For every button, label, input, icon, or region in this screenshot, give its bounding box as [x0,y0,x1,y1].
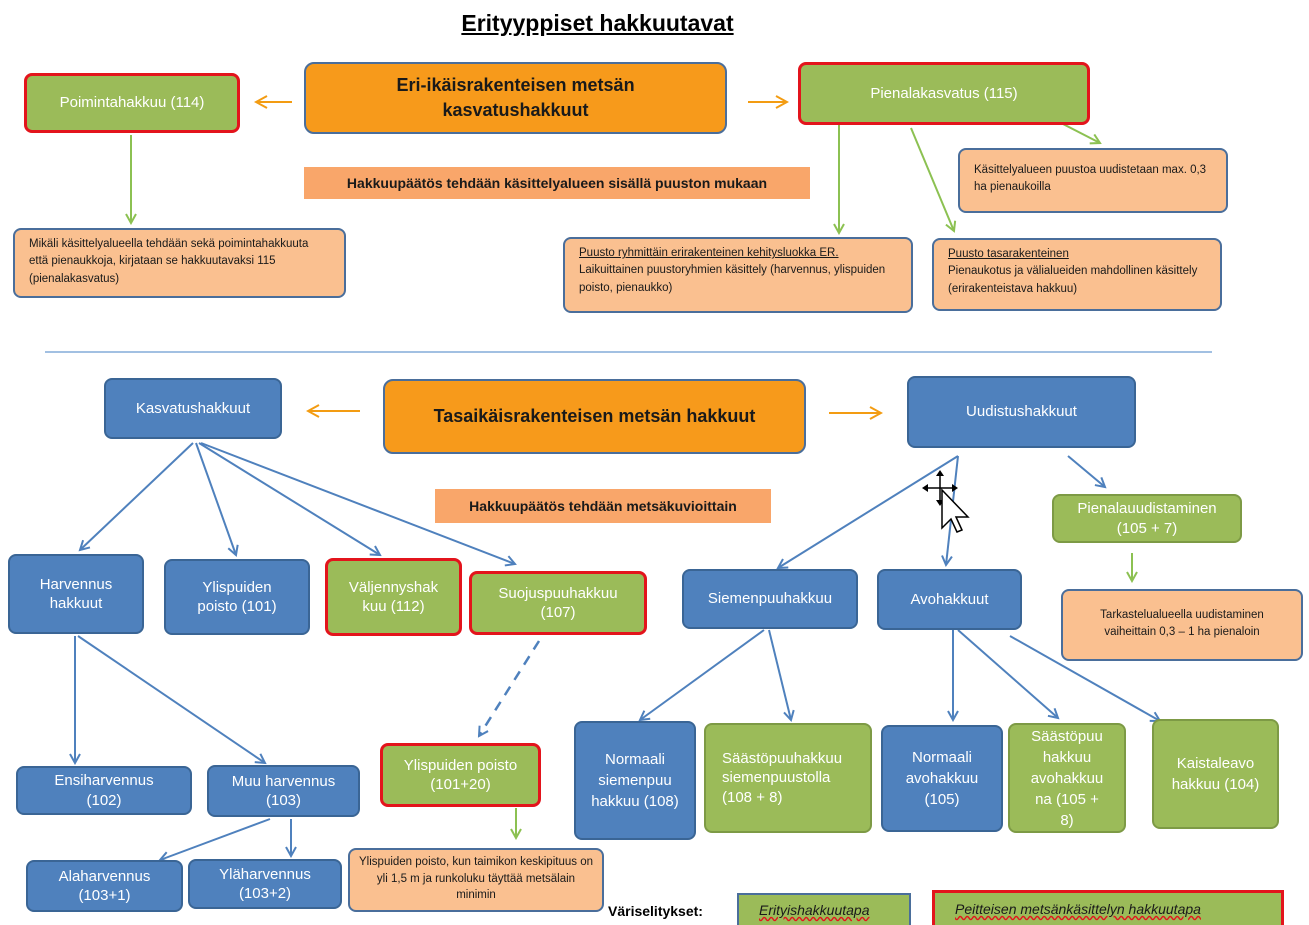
normaali-avohakkuu-label: Normaali avohakkuu (105) [905,749,979,808]
pienalauudistaminen-box: Pienalauudistaminen (105 + 7) [1052,494,1242,543]
saastopuuhakkuu-siemenpuustolla-box: Säästöpuuhakkuu siemenpuustolla (108 + 8… [704,723,872,833]
arrow-uud-pienala [1067,455,1105,487]
ensiharvennus-label: Ensiharvennus (102) [54,772,154,809]
ylispuiden-poisto-20-box: Ylispuiden poisto (101+20) [380,743,541,807]
page-title: Erityyppiset hakkuutavat [461,10,734,36]
saastopuuhakkuu-avohakkuuna-label: Säästöpuu hakkuu avohakkuu na (105 + 8) [1030,727,1104,829]
move-cursor-icon [922,470,970,533]
kasvatushakkuut-box: Kasvatushakkuut [104,378,282,439]
ylaharvennus-box: Yläharvennus (103+2) [188,859,342,909]
alaharvennus-label: Alaharvennus (103+1) [58,867,151,905]
pienalakasvatus-box: Pienalakasvatus (115) [798,62,1090,125]
saastopuuhakkuu-siemenpuustolla-label: Säästöpuuhakkuu siemenpuustolla (108 + 8… [722,749,843,806]
legend-green-label: Erityishakkuutapa [759,902,870,918]
poimintahakkuu-label: Poimintahakkuu (114) [59,94,205,112]
note-pienaukot-text: Käsittelyalueen puustoa uudistetaan max.… [974,164,1207,194]
alaharvennus-box: Alaharvennus (103+1) [26,860,183,912]
kasvatushakkuut-label: Kasvatushakkuut [135,399,251,417]
note-tasarakenteinen: Puusto tasarakenteinen Pienaukotus ja vä… [932,238,1222,311]
pienalauudistaminen-label: Pienalauudistaminen (105 + 7) [1077,500,1217,537]
note-tasarakenteinen-body: Pienaukotus ja välialueiden mahdollinen … [948,265,1198,295]
arrow-suojus-ylispuu-dashed [479,640,541,736]
note-poimintahakkuu: Mikäli käsittelyalueella tehdään sekä po… [13,228,346,298]
ylispuiden-poisto-20-label: Ylispuiden poisto (101+20) [403,756,518,794]
arrow-kasv-suojuspuu [200,442,515,564]
note-erirakenteinen: Puusto ryhmittäin erirakenteinen kehitys… [563,237,913,313]
eri-ikais-main-box: Eri-ikäisrakenteisen metsän kasvatushakk… [304,62,727,134]
tasaikais-main-box: Tasaikäisrakenteisen metsän hakkuut [383,379,806,454]
normaali-siemenpuuhakkuu-label: Normaali siemenpuu hakkuu (108) [591,751,679,810]
bottom-banner: Hakkuupäätös tehdään metsäkuvioittain [435,489,771,523]
normaali-avohakkuu-box: Normaali avohakkuu (105) [881,725,1003,832]
ylispuiden-poisto-box: Ylispuiden poisto (101) [164,559,310,635]
note-erirakenteinen-title: Puusto ryhmittäin erirakenteinen kehitys… [579,247,839,259]
arrow-avo-kaistale [1009,635,1160,721]
arrow-uud-siemen [778,455,959,568]
arrow-siemen-saasto [768,629,791,720]
note-tasarakenteinen-title: Puusto tasarakenteinen [948,248,1069,260]
legend-label: Väriselitykset: [608,903,703,919]
siemenpuuhakkuu-label: Siemenpuuhakkuu [707,590,833,608]
arrow-kasv-valjennys [198,442,380,555]
legend-red-label: Peitteisen metsänkäsittelyn hakkuutapa [955,901,1201,917]
siemenpuuhakkuu-box: Siemenpuuhakkuu [682,569,858,629]
kaistaleavohakkuu-box: Kaistaleavo hakkuu (104) [1152,719,1279,829]
saastopuuhakkuu-avohakkuuna-box: Säästöpuu hakkuu avohakkuu na (105 + 8) [1008,723,1126,833]
arrow-avo-saasto [957,629,1058,718]
ylispuiden-poisto-label: Ylispuiden poisto (101) [197,578,277,616]
arrow-pienala-right [910,127,954,231]
kaistaleavohakkuu-label: Kaistaleavo hakkuu (104) [1171,755,1260,793]
note-erirakenteinen-body: Laikuittainen puustoryhmien käsittely (h… [579,264,886,294]
tasaikais-main-label: Tasaikäisrakenteisen metsän hakkuut [433,405,756,426]
arrow-kasv-ylispuu [195,442,236,555]
muu-harvennus-box: Muu harvennus (103) [207,765,360,817]
uudistushakkuut-box: Uudistushakkuut [907,376,1136,448]
legend-green: Erityishakkuutapa [737,893,911,925]
harvennus-box: Harvennus hakkuut [8,554,144,634]
poimintahakkuu-box: Poimintahakkuu (114) [24,73,240,133]
note-ylispuiden-poisto: Ylispuiden poisto, kun taimikon keskipit… [348,848,604,912]
pienalakasvatus-label: Pienalakasvatus (115) [870,84,1018,102]
normaali-siemenpuuhakkuu-box: Normaali siemenpuu hakkuu (108) [574,721,696,840]
legend-red: Peitteisen metsänkäsittelyn hakkuutapa [932,890,1284,925]
valjennyshakkuu-box: Väljennyshak kuu (112) [325,558,462,636]
eri-ikais-main-label: Eri-ikäisrakenteisen metsän kasvatushakk… [396,74,635,120]
arrow-kasv-harvennus [80,442,194,550]
top-banner: Hakkuupäätös tehdään käsittelyalueen sis… [304,167,810,199]
muu-harvennus-label: Muu harvennus (103) [231,772,336,810]
suojuspuuhakkuu-box: Suojuspuuhakkuu (107) [469,571,647,635]
harvennus-label: Harvennus hakkuut [39,575,113,613]
avohakkuut-label: Avohakkuut [910,590,989,608]
ensiharvennus-box: Ensiharvennus (102) [16,766,192,815]
suojuspuuhakkuu-label: Suojuspuuhakkuu (107) [498,584,618,622]
note-tarkastelualue: Tarkastelualueella uudistaminen vaiheitt… [1061,589,1303,661]
ylaharvennus-label: Yläharvennus (103+2) [219,865,311,903]
uudistushakkuut-label: Uudistushakkuut [966,403,1077,421]
arrow-muu-ala [160,818,271,860]
note-pienaukot: Käsittelyalueen puustoa uudistetaan max.… [958,148,1228,213]
arrow-siemen-normaali [640,629,765,720]
valjennyshakkuu-label: Väljennyshak kuu (112) [348,578,439,616]
arrow-pienala-top-note [1062,123,1100,143]
arrow-harv-muu [77,635,265,763]
avohakkuut-box: Avohakkuut [877,569,1022,630]
